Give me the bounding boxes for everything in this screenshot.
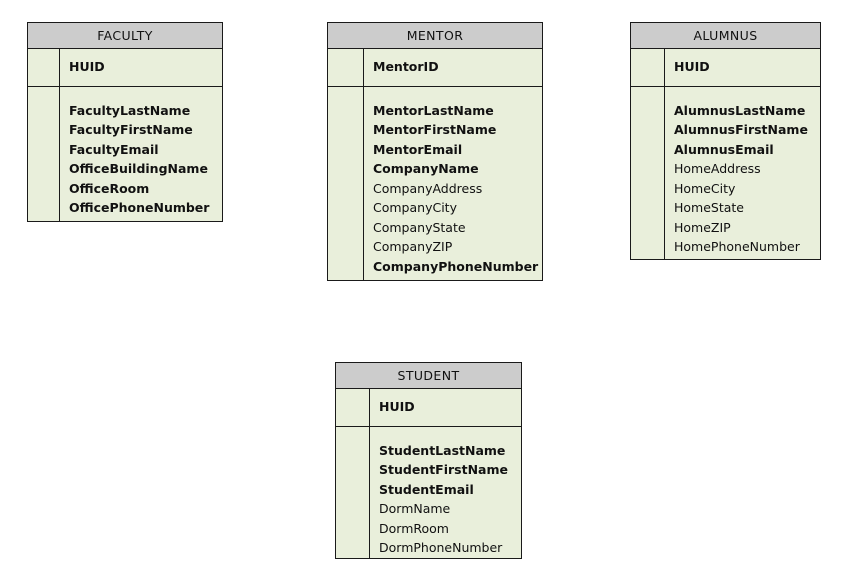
attribute-faculty-4: OfficeRoom [69, 180, 150, 196]
attribute-alumnus-5: HomeState [674, 200, 745, 215]
attribute-student-0: StudentLastName [379, 442, 506, 458]
attribute-mentor-6: CompanyState [373, 219, 466, 235]
attribute-alumnus-0: AlumnusLastName [674, 102, 806, 118]
attribute-faculty-3: OfficeBuildingName [69, 161, 208, 176]
key-gutter-column-mentor [363, 49, 364, 280]
attribute-alumnus-7: HomePhoneNumber [674, 239, 800, 254]
attribute-alumnus-4: HomeCity [674, 180, 736, 196]
attribute-faculty-0: FacultyLastName [69, 102, 191, 118]
primary-key-section-faculty: HUID [28, 49, 222, 87]
primary-key-section-alumnus: HUID [631, 49, 820, 87]
entity-title-student: STUDENT [397, 368, 460, 383]
primary-key-mentor-0: MentorID [373, 59, 439, 74]
attribute-student-3: DormName [379, 501, 451, 516]
attribute-faculty-1: FacultyFirstName [69, 122, 193, 137]
primary-key-section-mentor: MentorID [328, 49, 542, 87]
attribute-student-1: StudentFirstName [379, 462, 508, 477]
key-gutter-column-faculty [59, 49, 60, 221]
primary-key-student-0: HUID [379, 399, 415, 414]
attribute-mentor-4: CompanyAddress [373, 180, 483, 196]
attribute-mentor-0: MentorLastName [373, 102, 494, 118]
entity-title-alumnus: ALUMNUS [693, 28, 758, 43]
attribute-alumnus-3: HomeAddress [674, 161, 761, 176]
attribute-mentor-2: MentorEmail [373, 141, 463, 157]
attribute-student-4: DormRoom [379, 520, 449, 536]
attribute-student-2: StudentEmail [379, 481, 474, 497]
entity-header-alumnus: ALUMNUS [631, 23, 820, 49]
attribute-alumnus-2: AlumnusEmail [674, 141, 774, 157]
entity-header-student: STUDENT [336, 363, 521, 389]
key-gutter-column-student [369, 389, 370, 558]
key-gutter-column-alumnus [664, 49, 665, 259]
attribute-mentor-5: CompanyCity [373, 200, 457, 215]
entity-header-mentor: MENTOR [328, 23, 542, 49]
entity-title-faculty: FACULTY [97, 28, 153, 43]
attribute-alumnus-1: AlumnusFirstName [674, 122, 808, 137]
attribute-mentor-7: CompanyZIP [373, 239, 453, 254]
attribute-mentor-1: MentorFirstName [373, 122, 497, 137]
attribute-student-5: DormPhoneNumber [379, 540, 503, 555]
entity-title-mentor: MENTOR [406, 28, 464, 43]
primary-key-faculty-0: HUID [69, 59, 105, 74]
primary-key-alumnus-0: HUID [674, 59, 710, 74]
attribute-mentor-3: CompanyName [373, 161, 479, 176]
primary-key-section-student: HUID [336, 389, 521, 427]
attribute-mentor-8: CompanyPhoneNumber [373, 258, 539, 274]
attribute-faculty-2: FacultyEmail [69, 141, 159, 157]
attribute-alumnus-6: HomeZIP [674, 219, 731, 235]
entity-header-faculty: FACULTY [28, 23, 222, 49]
attribute-faculty-5: OfficePhoneNumber [69, 200, 210, 215]
